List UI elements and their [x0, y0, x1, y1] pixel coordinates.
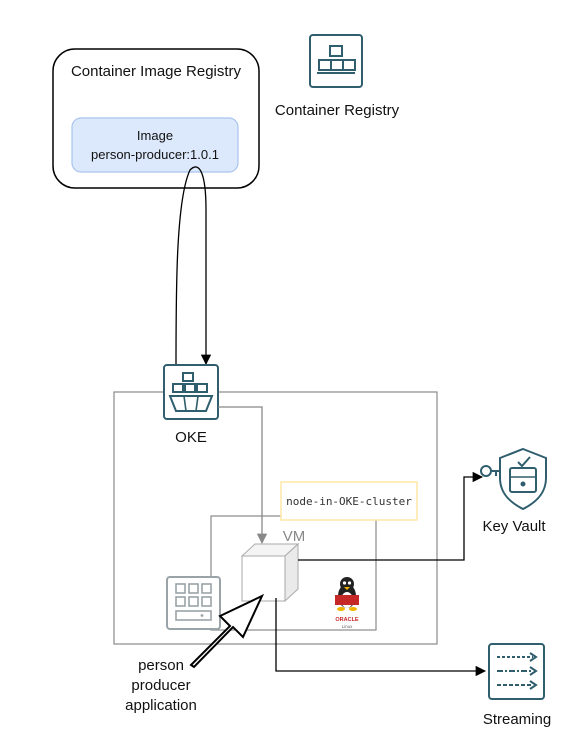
- vm-label: VM: [283, 528, 306, 545]
- application-deploy-arrow[interactable]: [189, 593, 265, 669]
- streaming-icon[interactable]: [488, 643, 545, 700]
- node-label: node-in-OKE-cluster: [286, 495, 412, 508]
- app-label-line-1: person: [138, 657, 184, 674]
- image-tag: person-producer:1.0.1: [91, 147, 219, 162]
- key-vault-label: Key Vault: [482, 518, 546, 535]
- application-cube-icon[interactable]: [240, 542, 300, 603]
- node-label-box: node-in-OKE-cluster: [280, 481, 418, 521]
- container-registry-icon[interactable]: [309, 34, 363, 88]
- app-label-line-3: application: [125, 697, 197, 714]
- oke-icon[interactable]: [163, 364, 219, 420]
- image-to-oke-connector: [175, 166, 212, 368]
- app-label-line-2: producer: [131, 677, 190, 694]
- registry-group-title: Container Image Registry: [71, 63, 242, 80]
- streaming-label: Streaming: [483, 711, 551, 728]
- vm-to-streaming-connector: [275, 598, 487, 677]
- oke-label: OKE: [175, 429, 207, 446]
- container-registry-label: Container Registry: [275, 102, 400, 119]
- compute-instance-icon[interactable]: [166, 576, 221, 630]
- image-box[interactable]: Image person-producer:1.0.1: [71, 117, 239, 173]
- oke-to-vm-connector: [218, 406, 268, 545]
- oracle-text: ORACLE: [335, 617, 359, 623]
- image-label: Image: [137, 128, 173, 143]
- key-vault-icon[interactable]: [480, 447, 547, 511]
- oracle-linux-icon: ORACLE Linux: [335, 577, 359, 629]
- vm-to-key-vault-connector: [298, 471, 484, 561]
- linux-text: Linux: [342, 624, 354, 629]
